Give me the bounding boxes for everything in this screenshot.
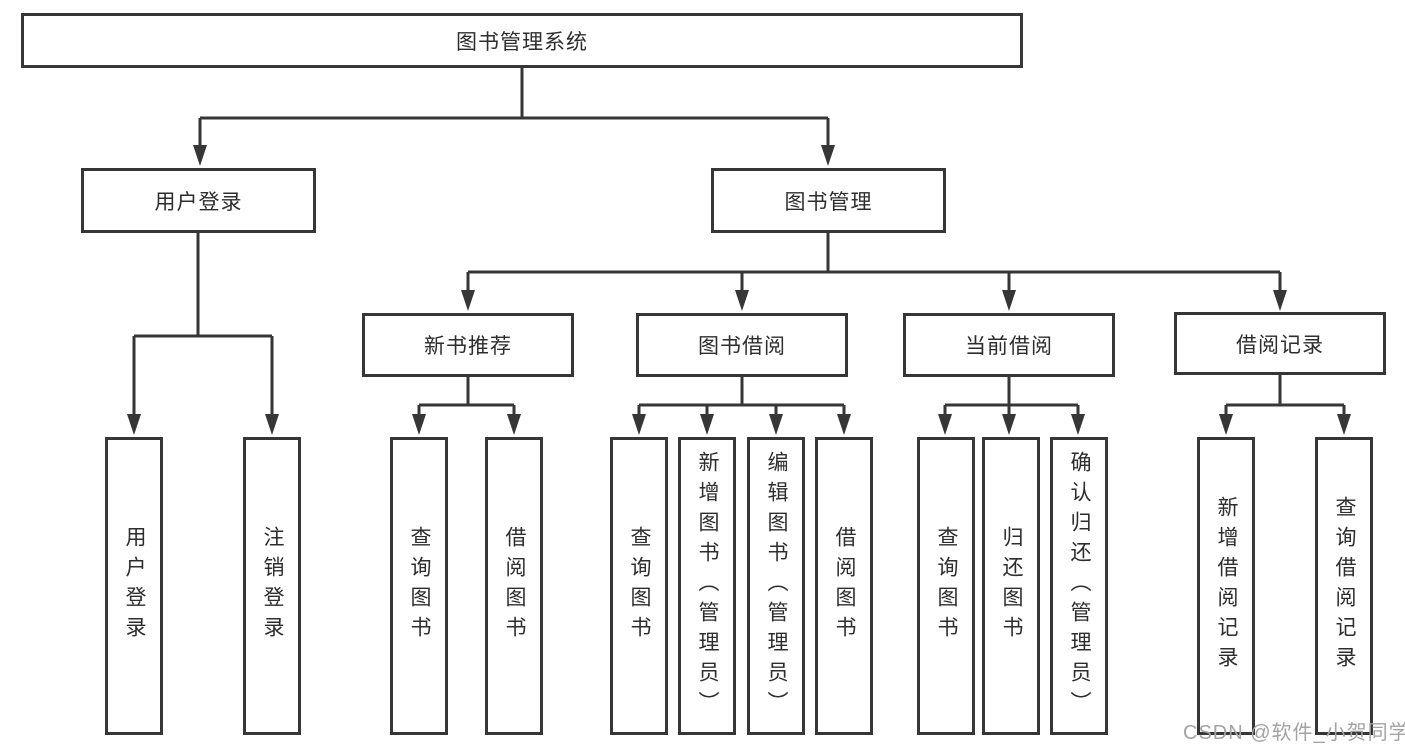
leaf-records-add-record-label: 新增借阅记录 <box>1215 496 1238 676</box>
leaf-current-return-books: 归还图书 <box>982 437 1040 735</box>
node-borrow-records-label: 借阅记录 <box>1236 333 1324 357</box>
leaf-records-query-record-label: 查询借阅记录 <box>1333 496 1356 676</box>
leaf-current-query-books-label: 查询图书 <box>935 526 958 646</box>
node-current-borrowing: 当前借阅 <box>903 313 1115 377</box>
node-library-system: 图书管理系统 <box>21 13 1023 68</box>
node-book-borrowing: 图书借阅 <box>636 313 848 377</box>
node-library-system-label: 图书管理系统 <box>456 30 588 54</box>
csdn-watermark: CSDN @软件_小贺同学 <box>1183 722 1405 744</box>
leaf-current-return-books-label: 归还图书 <box>1000 526 1023 646</box>
node-book-borrowing-label: 图书借阅 <box>698 335 786 358</box>
leaf-records-add-record: 新增借阅记录 <box>1197 437 1255 735</box>
node-book-management: 图书管理 <box>711 168 946 233</box>
leaf-borrowing-borrow-books-label: 借阅图书 <box>833 526 856 646</box>
leaf-newbooks-borrow-books: 借阅图书 <box>485 437 543 735</box>
node-new-book-recommend: 新书推荐 <box>362 313 574 377</box>
leaf-newbooks-borrow-books-label: 借阅图书 <box>503 526 526 646</box>
leaf-borrowing-query-books: 查询图书 <box>610 437 668 735</box>
node-new-book-recommend-label: 新书推荐 <box>424 335 512 358</box>
leaf-borrowing-add-books-admin: 新增图书（管理员） <box>678 437 736 735</box>
node-user-login-label: 用户登录 <box>154 190 243 214</box>
leaf-records-query-record: 查询借阅记录 <box>1315 437 1373 735</box>
leaf-borrowing-add-books-admin-label: 新增图书（管理员） <box>696 451 719 721</box>
node-book-management-label: 图书管理 <box>784 190 873 214</box>
leaf-current-confirm-return-admin: 确认归还（管理员） <box>1050 437 1108 735</box>
leaf-user-login: 用户登录 <box>105 437 163 735</box>
node-current-borrowing-label: 当前借阅 <box>965 335 1053 358</box>
leaf-current-query-books: 查询图书 <box>917 437 975 735</box>
node-user-login: 用户登录 <box>81 168 316 233</box>
leaf-newbooks-query-books: 查询图书 <box>390 437 448 735</box>
leaf-logout: 注销登录 <box>243 437 301 735</box>
leaf-borrowing-edit-books-admin: 编辑图书（管理员） <box>747 437 805 735</box>
node-borrow-records: 借阅记录 <box>1174 312 1386 375</box>
leaf-newbooks-query-books-label: 查询图书 <box>408 526 431 646</box>
leaf-borrowing-borrow-books: 借阅图书 <box>815 437 873 735</box>
leaf-borrowing-edit-books-admin-label: 编辑图书（管理员） <box>765 451 788 721</box>
leaf-current-confirm-return-admin-label: 确认归还（管理员） <box>1068 451 1091 721</box>
leaf-user-login-label: 用户登录 <box>123 526 146 646</box>
leaf-borrowing-query-books-label: 查询图书 <box>628 526 651 646</box>
arrowheads <box>127 145 1351 435</box>
leaf-logout-label: 注销登录 <box>261 526 284 646</box>
